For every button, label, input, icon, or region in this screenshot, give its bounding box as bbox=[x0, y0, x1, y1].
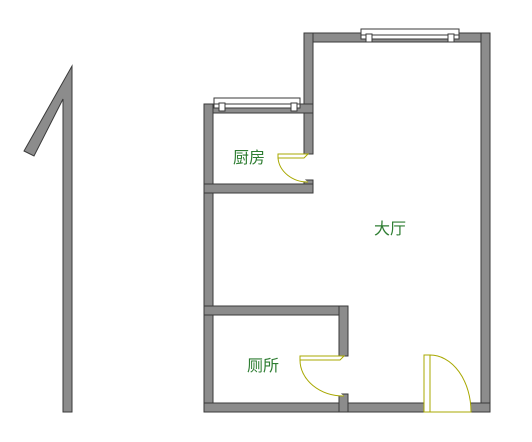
unit-number-one bbox=[23, 64, 73, 413]
room-label-bathroom: 厕所 bbox=[247, 356, 279, 375]
wall-step-vertical bbox=[303, 32, 314, 155]
door-kitchen bbox=[277, 153, 310, 183]
interior-walls bbox=[203, 179, 349, 413]
wall-bathroom-right-lower bbox=[338, 393, 349, 413]
wall-right bbox=[480, 32, 491, 413]
room-label-living-room: 大厅 bbox=[374, 219, 406, 238]
door-entrance bbox=[423, 354, 472, 413]
window-kitchen bbox=[213, 97, 301, 112]
wall-bathroom-top bbox=[203, 305, 349, 316]
door-bathroom bbox=[299, 355, 346, 397]
wall-left bbox=[203, 103, 214, 413]
room-label-kitchen: 厨房 bbox=[233, 148, 265, 167]
wall-kitchen-bottom bbox=[203, 183, 314, 194]
window-top bbox=[360, 28, 460, 43]
wall-bathroom-right-upper bbox=[338, 305, 349, 357]
